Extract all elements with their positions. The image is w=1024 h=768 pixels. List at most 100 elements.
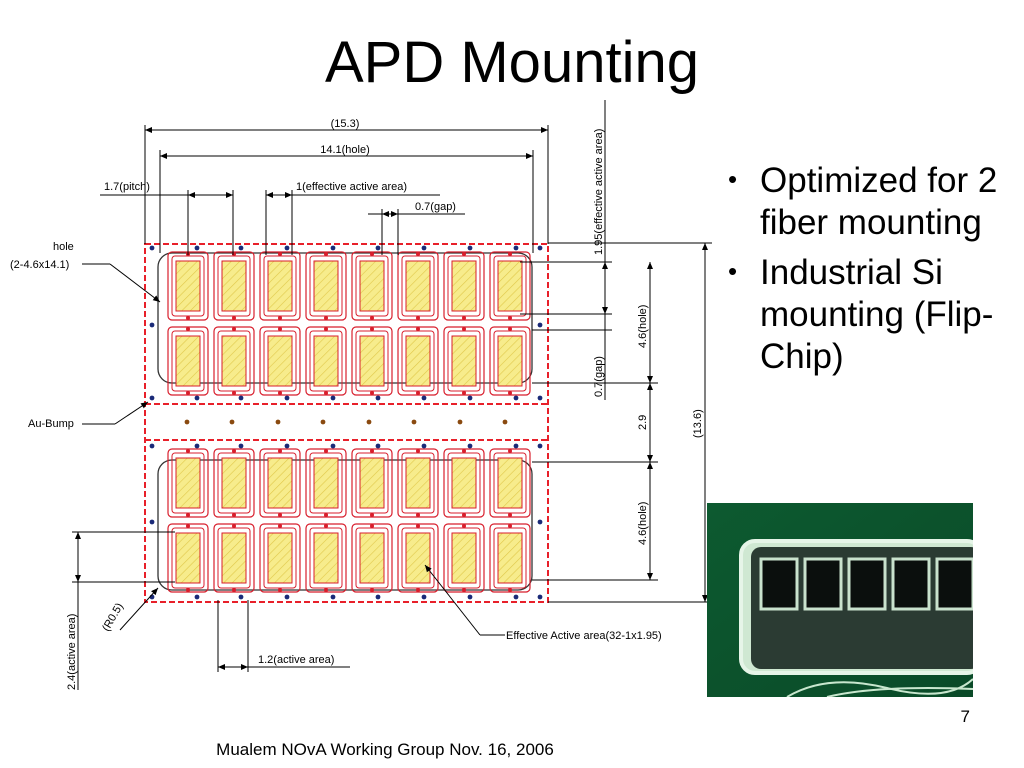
- au-bump: [537, 395, 543, 401]
- au-bump: [149, 245, 155, 251]
- au-bump: [513, 443, 519, 449]
- au-bump: [421, 594, 427, 600]
- active-pad: [175, 260, 201, 312]
- effective-active-area-label: Effective Active area(32-1x1.95): [506, 630, 662, 642]
- active-pad: [175, 335, 201, 387]
- hole-label: hole: [53, 241, 74, 253]
- au-bump: [467, 245, 473, 251]
- bullet-item: •Industrial Si mounting (Flip-Chip): [728, 252, 1018, 378]
- active-pad: [359, 260, 385, 312]
- dim-center-gap: 2.9: [637, 415, 649, 430]
- dim-effective-active-area-vertical: 1.95(effective active area): [593, 129, 605, 255]
- active-pad: [451, 260, 477, 312]
- active-pad: [405, 457, 431, 509]
- dim-active-area-height: 2.4(active area): [66, 614, 78, 690]
- au-bump: [421, 395, 427, 401]
- au-bump: [375, 594, 381, 600]
- au-bump: [149, 395, 155, 401]
- center-bump: [229, 419, 235, 425]
- active-pad: [451, 335, 477, 387]
- photo-apd-cell: [803, 557, 843, 611]
- active-pad: [267, 532, 293, 584]
- active-pad: [497, 457, 523, 509]
- photo-apd-cell: [935, 557, 973, 611]
- bullet-dot-icon: •: [728, 164, 738, 194]
- au-bump: [149, 443, 155, 449]
- au-bump: [330, 443, 336, 449]
- center-bump: [275, 419, 281, 425]
- au-bump-label: Au-Bump: [28, 418, 74, 430]
- flip-chip-photo: [707, 503, 973, 697]
- dim-hole-width: 14.1(hole): [320, 144, 370, 156]
- photo-apd-cell: [847, 557, 887, 611]
- dim-pitch: 1.7(pitch): [104, 181, 150, 193]
- dim-hole-height-top: 4.6(hole): [637, 305, 649, 348]
- footer-text: Mualem NOvA Working Group Nov. 16, 2006: [216, 740, 554, 759]
- dim-active-area-width: 1.2(active area): [258, 654, 334, 666]
- au-bump: [330, 594, 336, 600]
- au-bump: [238, 594, 244, 600]
- active-pad: [313, 260, 339, 312]
- pad-array: [167, 251, 531, 593]
- au-bump: [194, 443, 200, 449]
- chip-outline: [144, 243, 549, 603]
- au-bump: [330, 395, 336, 401]
- active-pad: [313, 532, 339, 584]
- dim-radius: (R0.5): [100, 601, 126, 633]
- dim-gap-top: 0.7(gap): [415, 201, 456, 213]
- active-pad: [267, 457, 293, 509]
- bump-array: [149, 245, 543, 600]
- au-bump: [238, 245, 244, 251]
- active-pad: [267, 335, 293, 387]
- active-pad: [405, 532, 431, 584]
- au-bump: [467, 443, 473, 449]
- dim-effective-active-area: 1(effective active area): [296, 181, 407, 193]
- slide-title: APD Mounting: [325, 30, 699, 95]
- au-bump: [194, 245, 200, 251]
- active-pad: [497, 260, 523, 312]
- dim-hole-height-bottom: 4.6(hole): [637, 502, 649, 545]
- active-pad: [221, 335, 247, 387]
- active-pad: [313, 457, 339, 509]
- au-bump: [284, 245, 290, 251]
- au-bump: [537, 443, 543, 449]
- au-bump: [513, 594, 519, 600]
- au-bump: [194, 395, 200, 401]
- au-bump: [375, 443, 381, 449]
- center-bump: [366, 419, 372, 425]
- au-bump: [421, 443, 427, 449]
- au-bump: [537, 594, 543, 600]
- center-bump: [184, 419, 190, 425]
- dim-gap-side: 0.7(gap): [593, 356, 605, 397]
- active-pad: [267, 260, 293, 312]
- dim-overall-height: (13.6): [692, 409, 704, 438]
- center-bump: [457, 419, 463, 425]
- au-bump: [238, 395, 244, 401]
- active-pad: [359, 457, 385, 509]
- au-bump: [375, 395, 381, 401]
- active-pad: [221, 532, 247, 584]
- active-pad: [221, 457, 247, 509]
- bullet-list: •Optimized for 2 fiber mounting •Industr…: [728, 160, 1018, 386]
- hole-size-label: (2-4.6x14.1): [10, 259, 69, 271]
- bullet-dot-icon: •: [728, 256, 738, 286]
- active-pad: [175, 532, 201, 584]
- au-bump: [284, 443, 290, 449]
- center-bump: [502, 419, 508, 425]
- active-pad: [313, 335, 339, 387]
- active-pad: [451, 457, 477, 509]
- apd-mounting-drawing: (15.3) 14.1(hole) 1.7(pitch) 1(effective…: [10, 100, 712, 690]
- active-pad: [359, 532, 385, 584]
- center-bump: [411, 419, 417, 425]
- au-bump: [330, 245, 336, 251]
- bullet-item: •Optimized for 2 fiber mounting: [728, 160, 1018, 244]
- dim-overall-width: (15.3): [331, 118, 360, 130]
- au-bump: [513, 395, 519, 401]
- active-pad: [405, 335, 431, 387]
- au-bump: [537, 245, 543, 251]
- active-pad: [359, 335, 385, 387]
- au-bump: [513, 245, 519, 251]
- au-bump: [421, 245, 427, 251]
- active-pad: [451, 532, 477, 584]
- au-bump: [194, 594, 200, 600]
